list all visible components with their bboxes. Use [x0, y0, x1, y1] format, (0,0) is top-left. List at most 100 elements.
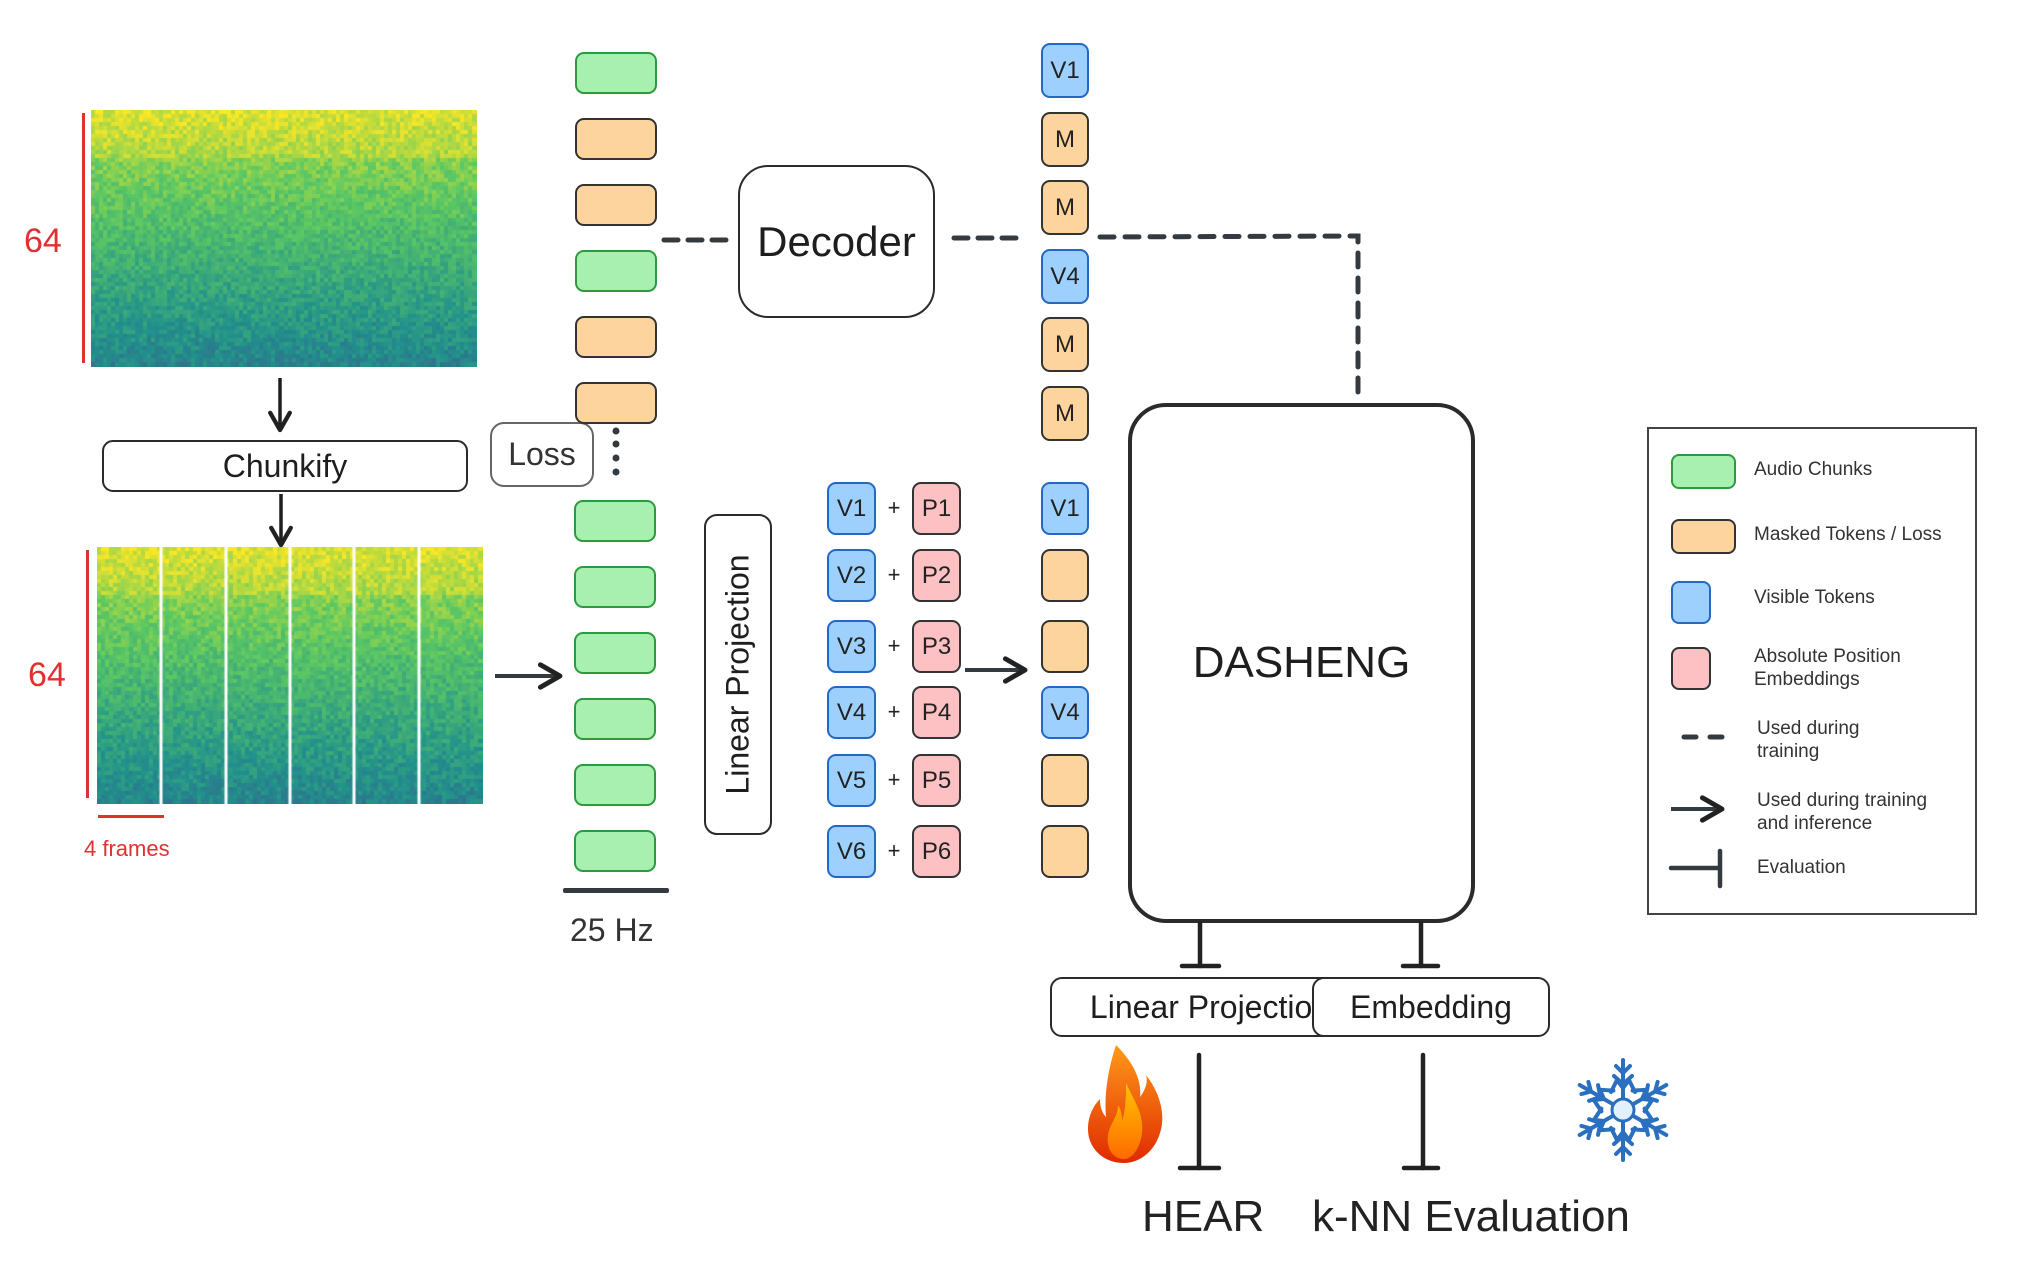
position-embedding-token: P2 — [912, 549, 961, 602]
hear-label: HEAR — [1142, 1192, 1265, 1241]
legend-label: Masked Tokens / Loss — [1754, 524, 1942, 545]
legend-label-line: training — [1757, 741, 1820, 762]
visible-token: V4 — [1041, 686, 1089, 739]
legend-label-line: and inference — [1757, 813, 1873, 834]
visible-token: V1 — [1041, 482, 1089, 535]
legend-tee-swatch — [1668, 848, 1723, 889]
legend-label: Audio Chunks — [1754, 459, 1873, 480]
position-embedding-token: P4 — [912, 686, 961, 739]
token-label: P1 — [921, 494, 952, 522]
tee-embedding-to-knn — [1401, 1052, 1441, 1171]
audio-chunk — [575, 250, 657, 292]
legend-swatch-visible — [1671, 581, 1711, 624]
masked-chunk — [575, 118, 657, 160]
token-label: P2 — [921, 561, 952, 589]
plus-sign: + — [887, 767, 901, 792]
token-label: V2 — [836, 561, 867, 589]
audio-chunk — [574, 764, 656, 806]
rate-label: 25 Hz — [570, 912, 654, 948]
snowflake-icon — [1577, 1058, 1669, 1162]
tee-linear-to-hear — [1177, 1052, 1222, 1171]
legend-swatch-position — [1671, 647, 1711, 690]
height-bar-top — [82, 113, 85, 363]
plus-sign: + — [887, 633, 901, 658]
frame-label: 4 frames — [84, 836, 170, 861]
token-label: V4 — [836, 698, 867, 726]
mask-token: M — [1041, 317, 1089, 372]
mask-token: M — [1041, 180, 1089, 235]
loss-label: Loss — [508, 436, 576, 472]
token-label: V4 — [1050, 698, 1080, 726]
embedding-label: Embedding — [1350, 988, 1512, 1025]
token-label: V6 — [836, 837, 867, 865]
audio-chunk — [574, 500, 656, 542]
loss-box: Loss — [490, 422, 594, 487]
token-label: P4 — [921, 698, 952, 726]
legend-label: Visible Tokens — [1754, 587, 1875, 608]
token-label: V5 — [836, 766, 867, 794]
plus-sign: + — [887, 495, 901, 520]
position-embedding-token: P1 — [912, 482, 961, 535]
token-label: M — [1055, 125, 1075, 153]
plus-sign: + — [887, 699, 901, 724]
chunkify-box: Chunkify — [102, 440, 468, 492]
token-label: M — [1055, 193, 1075, 221]
visible-token: V4 — [827, 686, 876, 739]
token-label: V1 — [1050, 494, 1080, 522]
legend-swatch-masked — [1671, 519, 1736, 554]
decoder-label: Decoder — [757, 217, 916, 265]
legend-label: Evaluation — [1757, 857, 1846, 878]
masked-chunk — [575, 316, 657, 358]
fire-icon — [1088, 1045, 1163, 1163]
plus-sign: + — [887, 562, 901, 587]
frame-scale-bar — [98, 815, 164, 818]
visible-token: V3 — [827, 620, 876, 673]
audio-chunk — [574, 698, 656, 740]
legend-swatch-audio — [1671, 454, 1736, 489]
token-label: P3 — [921, 632, 952, 660]
audio-chunk — [574, 566, 656, 608]
spectrogram-full — [91, 110, 477, 367]
token-label: V1 — [1050, 56, 1080, 84]
token-label: P5 — [921, 766, 952, 794]
height-label-top: 64 — [24, 222, 62, 260]
mask-token — [1041, 620, 1089, 673]
knn-evaluation-label: k-NN Evaluation — [1312, 1192, 1630, 1241]
audio-chunk — [574, 632, 656, 674]
visible-token: V1 — [1041, 43, 1089, 98]
token-label: V1 — [836, 494, 867, 522]
tee-encoder-to-linear — [1179, 920, 1222, 969]
legend-label-line: Used during training — [1757, 790, 1928, 811]
token-label: M — [1055, 399, 1075, 427]
position-embedding-token: P3 — [912, 620, 961, 673]
chunkify-label: Chunkify — [222, 447, 348, 484]
embedding-box: Embedding — [1312, 977, 1550, 1037]
plus-sign: + — [887, 838, 901, 863]
token-label: P6 — [921, 837, 952, 865]
mask-token: M — [1041, 386, 1089, 441]
spectrogram-chunked — [97, 547, 483, 804]
masked-chunk — [575, 382, 657, 424]
ellipsis-dots — [612, 427, 620, 476]
position-embedding-token: P5 — [912, 754, 961, 807]
height-label-bottom: 64 — [28, 656, 66, 694]
mask-token — [1041, 825, 1089, 878]
visible-token: V6 — [827, 825, 876, 878]
visible-token: V4 — [1041, 249, 1089, 304]
token-label: M — [1055, 330, 1075, 358]
legend-label-line: Used during — [1757, 718, 1860, 739]
linear-projection-eval-label: Linear Projection — [1089, 988, 1331, 1025]
legend-label-line: Embeddings — [1754, 669, 1860, 690]
mask-token — [1041, 549, 1089, 602]
linear-projection-box: Linear Projection — [704, 514, 772, 835]
dasheng-encoder-box: DASHENG — [1128, 403, 1475, 923]
legend-label-line: Absolute Position — [1754, 646, 1901, 667]
token-label: V3 — [836, 632, 867, 660]
token-label: V4 — [1050, 262, 1080, 290]
audio-chunk — [575, 52, 657, 94]
visible-token: V2 — [827, 549, 876, 602]
position-embedding-token: P6 — [912, 825, 961, 878]
